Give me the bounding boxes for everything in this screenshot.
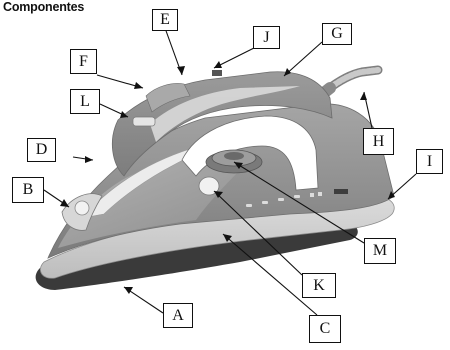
callout-e: E bbox=[152, 9, 178, 31]
callout-l: L bbox=[70, 89, 100, 114]
title: Componentes bbox=[3, 0, 84, 14]
callout-g: G bbox=[322, 23, 352, 45]
callout-f: F bbox=[70, 49, 97, 74]
callout-j: J bbox=[253, 26, 280, 49]
callout-b: B bbox=[12, 177, 44, 203]
callout-m: M bbox=[364, 238, 396, 264]
callout-c: C bbox=[309, 315, 341, 343]
callout-a: A bbox=[163, 303, 193, 328]
callout-k: K bbox=[302, 273, 336, 298]
callout-d: D bbox=[27, 138, 56, 162]
callout-h: H bbox=[363, 128, 394, 155]
callout-i: I bbox=[416, 149, 443, 174]
